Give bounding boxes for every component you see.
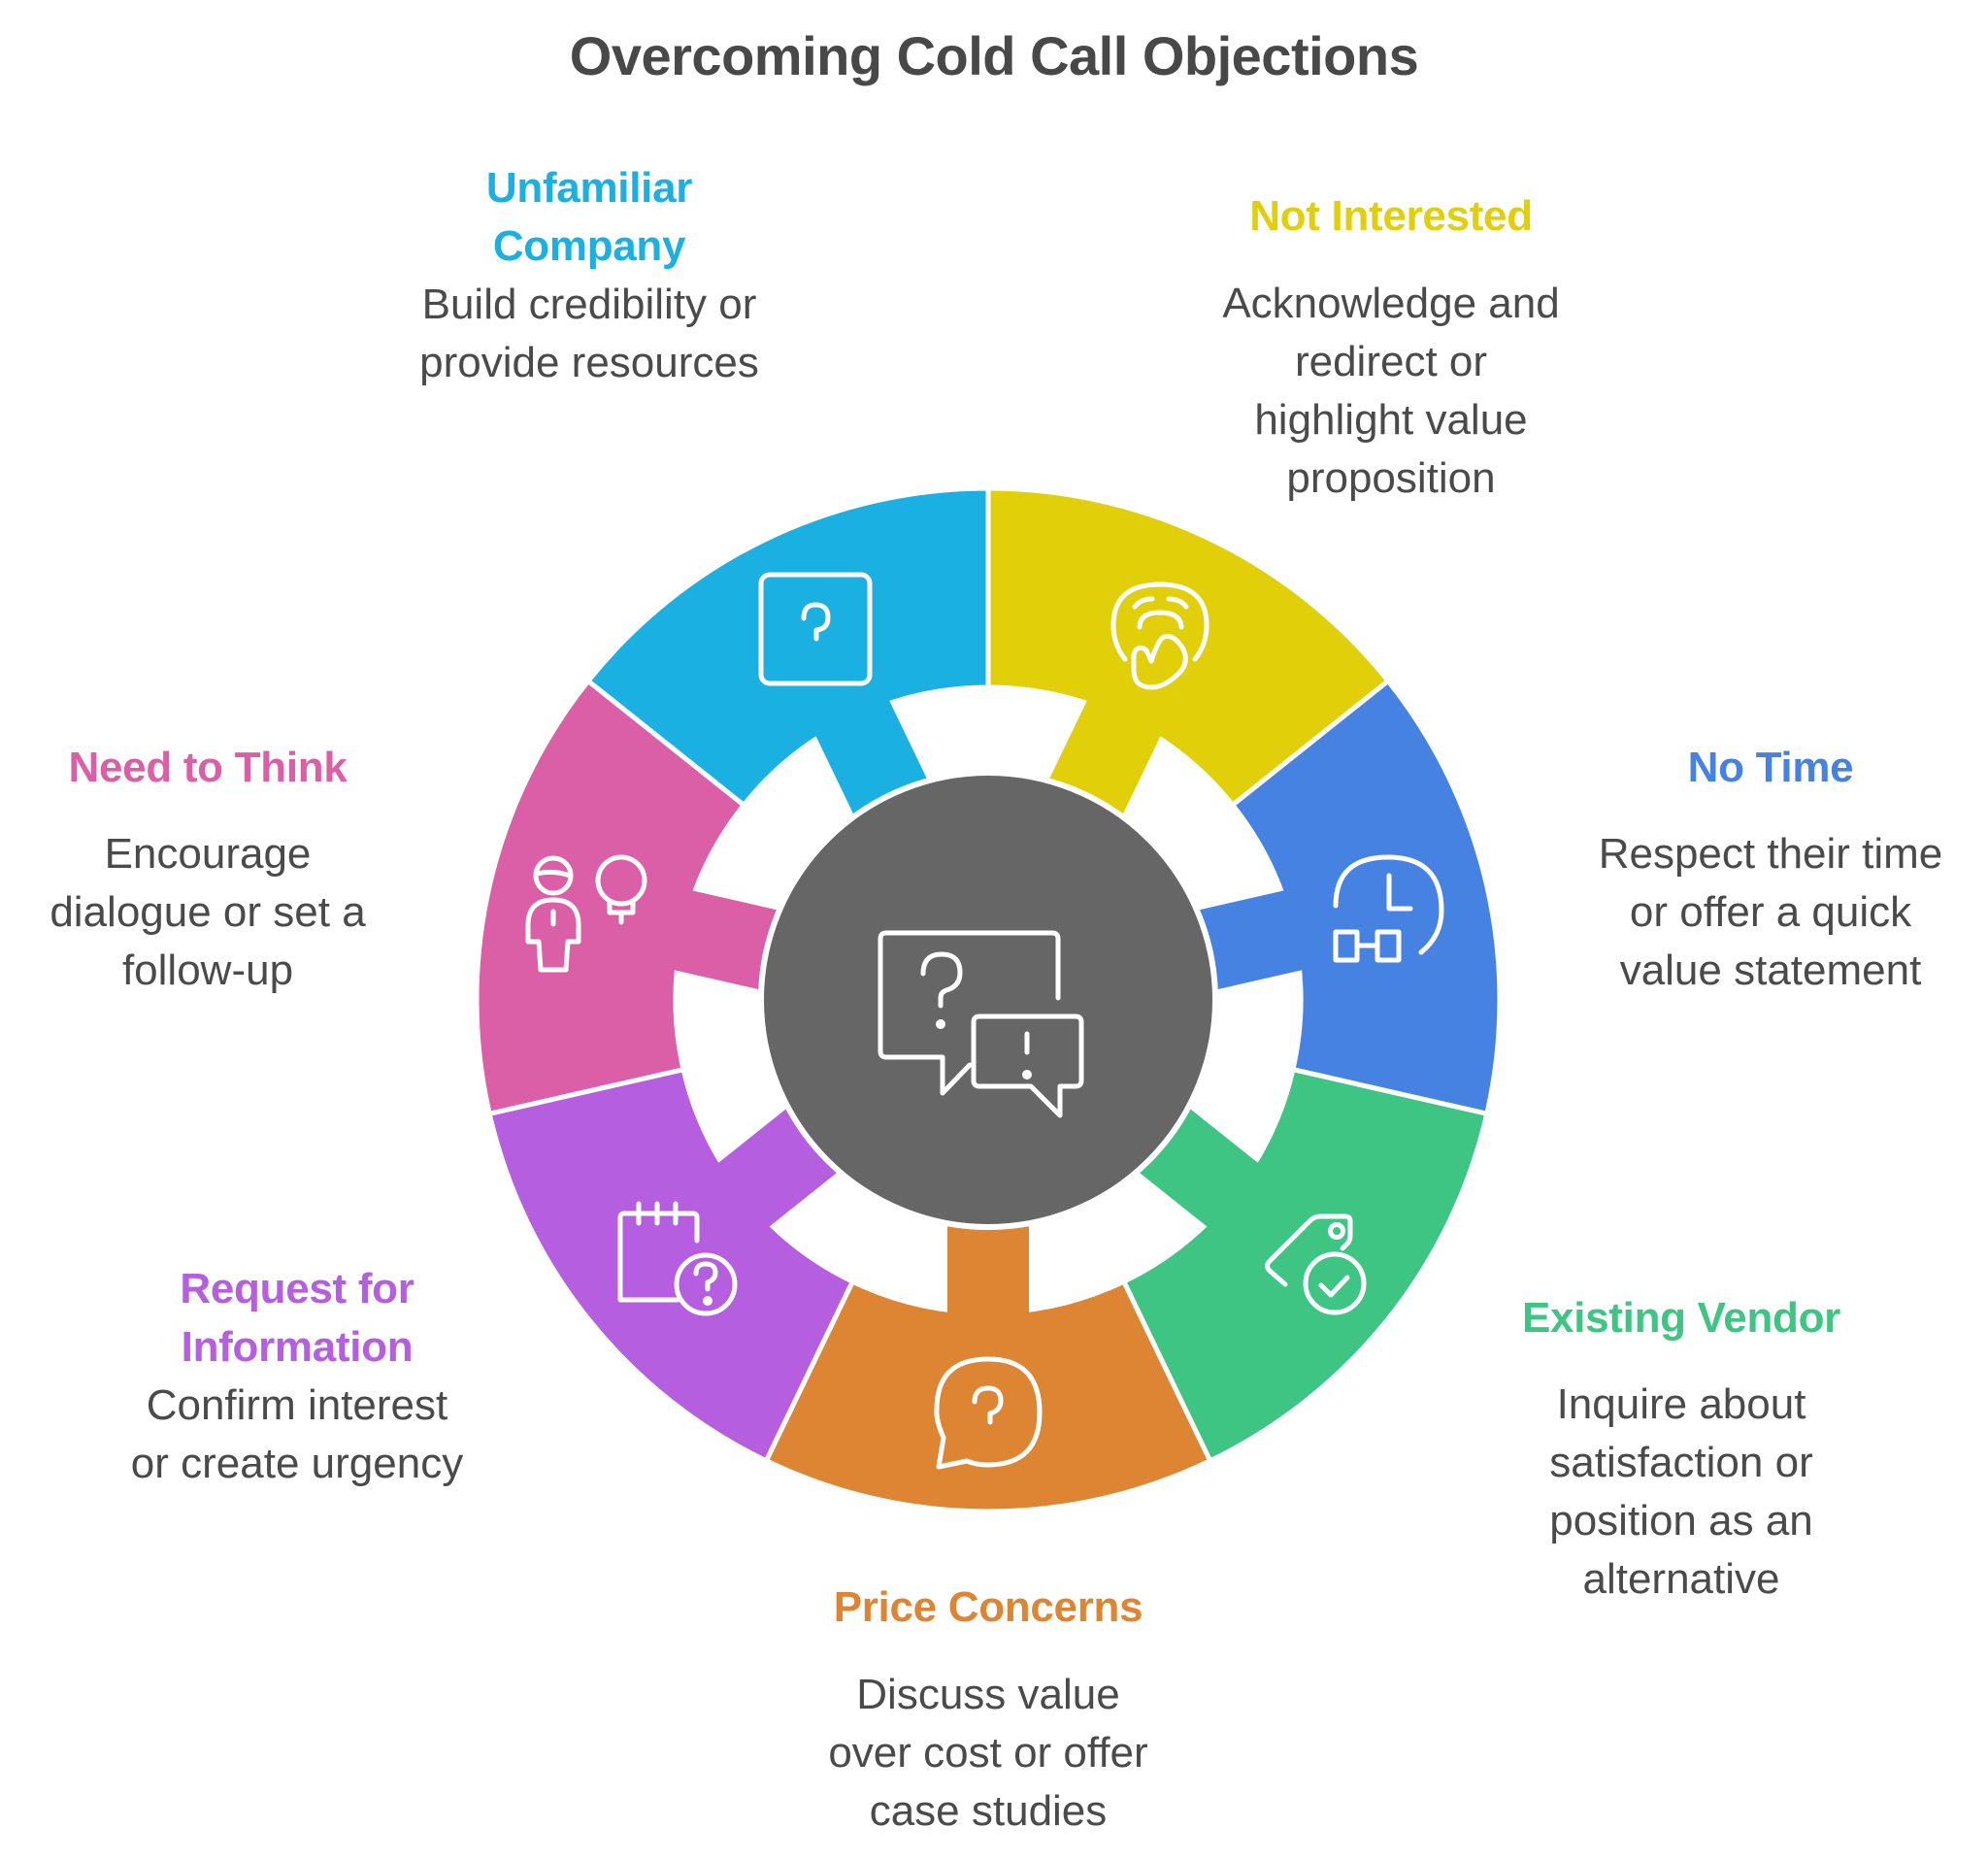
description-line: highlight value [1254, 396, 1528, 444]
segment-price-concerns [763, 1278, 1213, 1514]
segment-no-time [1229, 677, 1503, 1117]
description-line: dialogue or set a [50, 888, 366, 936]
heading-line: Need to Think [68, 744, 348, 791]
description-line: Encourage [104, 830, 312, 878]
person-lightbulb-icon [525, 854, 647, 973]
stem-not-interested [1047, 689, 1166, 818]
stem-unfamiliar-company [811, 689, 929, 818]
question-exclamation-chat-bubbles-icon [878, 930, 1084, 1118]
description-line: or offer a quick [1629, 888, 1912, 936]
heading-request-for-information: Request for Information [74, 1260, 520, 1377]
description-need-to-think: Encourage dialogue or set a follow-up [0, 825, 431, 1000]
description-line: redirect or [1294, 338, 1488, 385]
speech-bubble-question-icon [934, 1356, 1043, 1470]
label-no-time: No Time Respect their time or offer a qu… [1547, 739, 1988, 1000]
description-line: case studies [869, 1787, 1108, 1835]
description-line: provide resources [419, 339, 759, 386]
description-line: alternative [1582, 1555, 1780, 1603]
description-line: satisfaction or [1549, 1439, 1813, 1486]
description-line: proposition [1286, 454, 1496, 502]
stem-price-concerns [947, 1221, 1029, 1324]
description-line: Discuss value [856, 1671, 1120, 1718]
segment-existing-vendor [1120, 1066, 1490, 1465]
label-existing-vendor: Existing Vendor Inquire about satisfacti… [1458, 1289, 1905, 1609]
heading-line: Unfamiliar [485, 164, 693, 212]
heading-price-concerns: Price Concerns [765, 1578, 1211, 1637]
label-request-for-information: Request for Information Confirm interest… [74, 1260, 520, 1493]
heading-existing-vendor: Existing Vendor [1458, 1289, 1905, 1347]
heading-line: No Time [1687, 744, 1854, 791]
heading-not-interested: Not Interested [1168, 187, 1614, 246]
description-line: Acknowledge and [1222, 280, 1560, 327]
tag-check-icon [1265, 1213, 1367, 1315]
clock-schedule-icon [1333, 854, 1444, 963]
description-request-for-information: Confirm interest or create urgency [74, 1377, 520, 1493]
heading-line: Existing Vendor [1521, 1294, 1840, 1342]
segment-need-to-think [474, 677, 747, 1117]
face-hand-over-mouth-icon [1110, 581, 1209, 690]
description-line: position as an [1549, 1497, 1813, 1544]
label-price-concerns: Price Concerns Discuss value over cost o… [765, 1578, 1211, 1841]
description-line: Confirm interest [146, 1381, 448, 1429]
notepad-question-icon [617, 1201, 738, 1316]
description-line: Inquire about [1556, 1380, 1806, 1428]
heading-line: Company [492, 222, 686, 270]
heading-line: Information [181, 1323, 414, 1371]
description-line: Build credibility or [421, 281, 757, 328]
segment-request-for-information [486, 1066, 856, 1465]
segment-not-interested [985, 485, 1392, 809]
description-no-time: Respect their time or offer a quick valu… [1547, 825, 1988, 1000]
stem-need-to-think [663, 887, 782, 991]
heading-line: Request for [180, 1265, 414, 1312]
description-line: over cost or offer [828, 1729, 1148, 1777]
description-line: value statement [1619, 947, 1922, 994]
heading-need-to-think: Need to Think [0, 739, 431, 797]
label-need-to-think: Need to Think Encourage dialogue or set … [0, 739, 431, 1000]
stem-no-time [1194, 887, 1313, 991]
description-price-concerns: Discuss value over cost or offer case st… [765, 1666, 1211, 1841]
description-unfamiliar-company: Build credibility or provide resources [366, 276, 812, 392]
description-line: Respect their time [1598, 830, 1943, 878]
label-unfamiliar-company: Unfamiliar Company Build credibility or … [366, 159, 812, 392]
heading-unfamiliar-company: Unfamiliar Company [366, 159, 812, 276]
label-not-interested: Not Interested Acknowledge and redirect … [1168, 187, 1614, 508]
diagram-title: Overcoming Cold Call Objections [569, 25, 1419, 86]
heading-no-time: No Time [1547, 739, 1988, 797]
heading-line: Price Concerns [833, 1583, 1143, 1631]
question-square-icon [758, 572, 873, 686]
description-not-interested: Acknowledge and redirect or highlight va… [1168, 275, 1614, 508]
description-line: or create urgency [130, 1440, 464, 1487]
description-line: follow-up [121, 947, 294, 994]
center-hub [758, 770, 1218, 1230]
segment-unfamiliar-company [584, 485, 991, 809]
heading-line: Not Interested [1249, 192, 1533, 240]
description-existing-vendor: Inquire about satisfaction or position a… [1458, 1376, 1905, 1609]
